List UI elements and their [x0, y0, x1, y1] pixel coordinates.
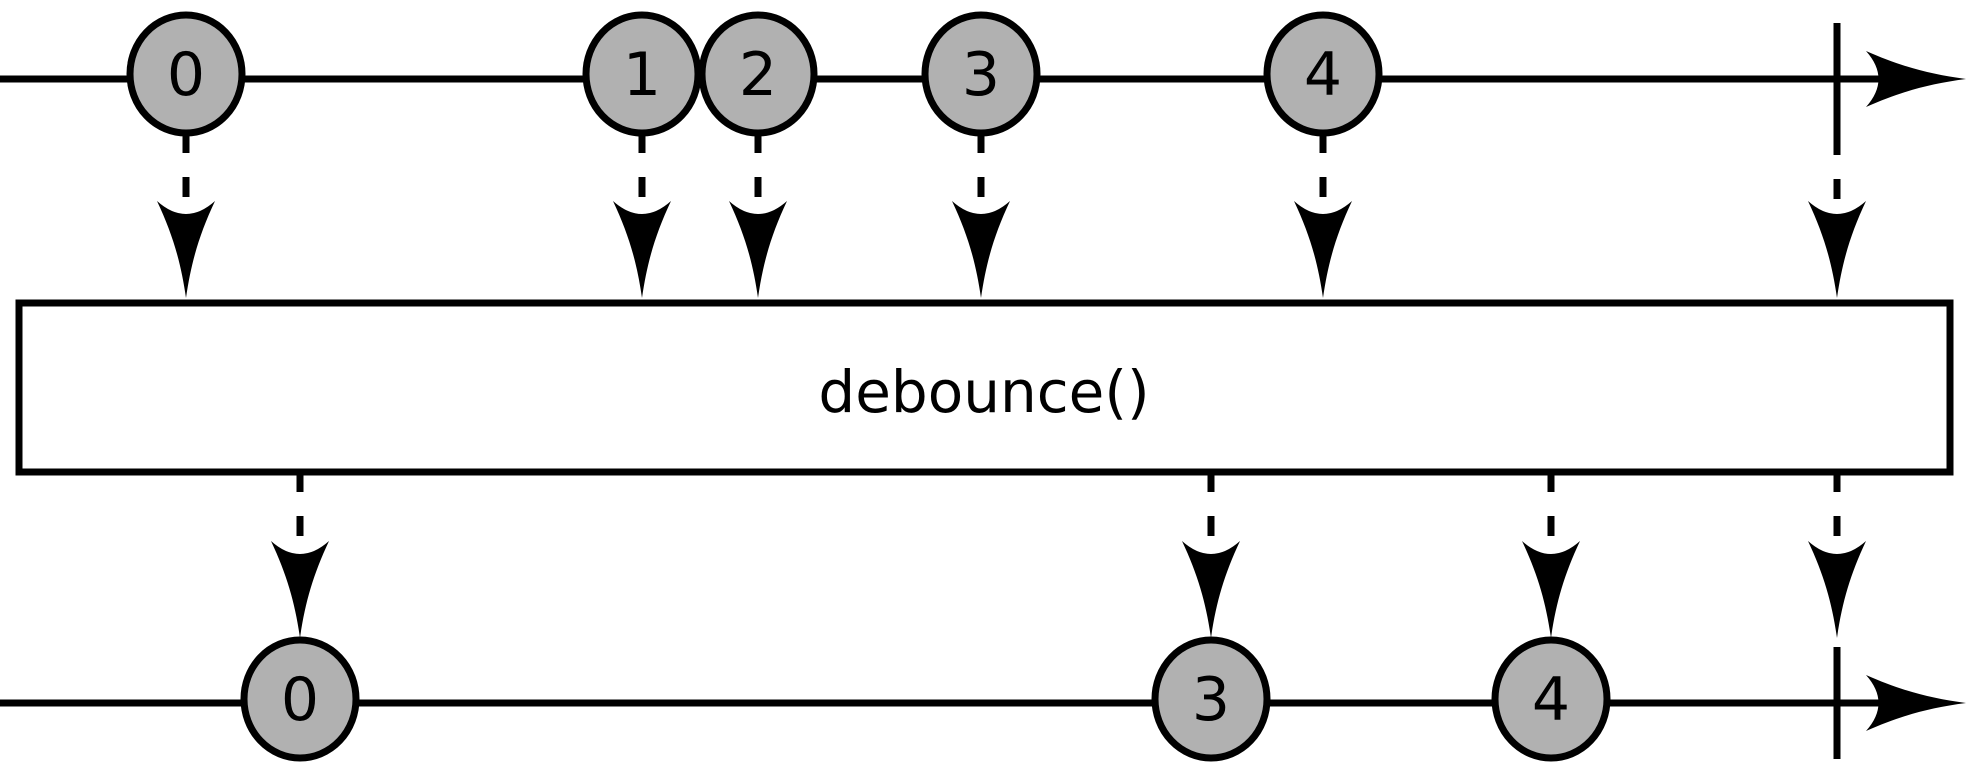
source-marble-3: [921, 11, 1041, 137]
output-marble-0-label: 0: [281, 665, 319, 735]
source-event-arrow-1-arrowhead: [613, 201, 671, 298]
operator-label: debounce(): [818, 358, 1149, 426]
diagram-layer: 0 1 2 3 4 0 3 4: [0, 11, 1966, 762]
output-complete-arrow-arrowhead: [1808, 541, 1866, 638]
source-marble-2-label: 2: [739, 40, 777, 110]
source-event-arrow-0-arrowhead: [157, 201, 215, 298]
output-marble-1-label: 3: [1192, 665, 1230, 735]
source-marble-3-label: 3: [962, 40, 1000, 110]
source-complete-arrow-arrowhead: [1808, 201, 1866, 298]
operator-box: [15, 299, 1954, 476]
output-event-arrow-1-arrowhead: [1182, 541, 1240, 638]
source-marble-4: [1263, 11, 1383, 137]
output-marble-0: [240, 636, 360, 762]
source-event-arrow-3-arrowhead: [952, 201, 1010, 298]
source-event-arrow-4-arrowhead: [1294, 201, 1352, 298]
source-marble-0-label: 0: [167, 40, 205, 110]
source-timeline-arrowhead: [1866, 51, 1966, 107]
source-marble-0: [126, 11, 246, 137]
output-timeline-arrowhead: [1866, 675, 1966, 731]
source-marble-1: [582, 11, 702, 137]
output-marble-1: [1151, 636, 1271, 762]
output-event-arrow-0-arrowhead: [271, 541, 329, 638]
output-marble-2: [1491, 636, 1611, 762]
source-marble-4-label: 4: [1304, 40, 1342, 110]
source-marble-1-label: 1: [623, 40, 661, 110]
source-marble-2: [698, 11, 818, 137]
output-event-arrow-2-arrowhead: [1522, 541, 1580, 638]
output-marble-2-label: 4: [1532, 665, 1570, 735]
source-event-arrow-2-arrowhead: [729, 201, 787, 298]
